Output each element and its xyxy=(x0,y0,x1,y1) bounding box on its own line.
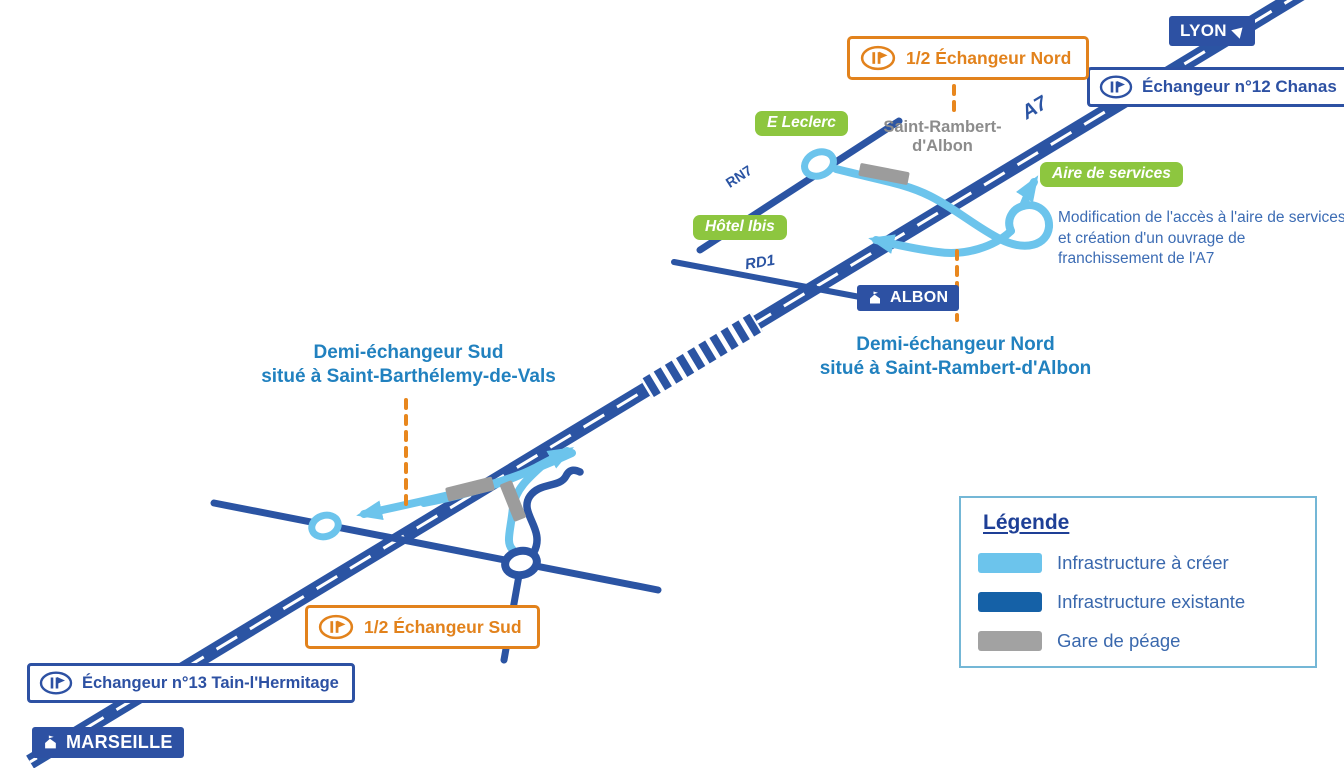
project-north-line2: situé à Saint-Rambert-d'Albon xyxy=(819,358,1092,379)
aire-modification-note: Modification de l'accès à l'aire de serv… xyxy=(1058,208,1344,270)
legend-title: Légende xyxy=(983,511,1070,534)
toll-gate-south-1 xyxy=(445,476,495,502)
albon-label: ALBON xyxy=(890,289,949,306)
interchange-13-label: Échangeur n°13 Tain-l'Hermitage xyxy=(82,673,339,692)
toll-gate-south-2 xyxy=(500,480,526,522)
ramp-north-to-aire xyxy=(1015,175,1039,210)
albon-town-badge: ALBON xyxy=(857,285,960,311)
town-house-icon xyxy=(870,291,880,304)
legend-item-create: Infrastructure à créer xyxy=(978,552,1315,574)
town-saint-rambert: Saint-Rambert- d'Albon xyxy=(860,118,1025,156)
toll-gate-north xyxy=(858,163,910,185)
legend-swatch-existing xyxy=(978,592,1042,612)
construction-section xyxy=(640,312,763,399)
half-interchange-south-box: 1/2 Échangeur Sud xyxy=(305,605,540,649)
roundabout-south-new xyxy=(308,511,342,541)
ramp-north-return xyxy=(868,227,1015,257)
aire-note-line2: et création d'un ouvrage de xyxy=(1058,229,1246,247)
legend-label-toll: Gare de péage xyxy=(1057,630,1181,651)
interchange-icon xyxy=(39,671,73,695)
lyon-destination-badge: LYON xyxy=(1169,16,1255,46)
interchange-12-box: Échangeur n°12 Chanas xyxy=(1087,67,1344,107)
ramp-north-entry xyxy=(832,165,1053,250)
lyon-label: LYON xyxy=(1180,21,1227,40)
interchange-icon xyxy=(1099,75,1133,99)
roundabout-south-existing xyxy=(501,546,541,580)
interchange-icon xyxy=(318,614,354,640)
legend-swatch-toll xyxy=(978,631,1042,651)
town-saint-rambert-line2: d'Albon xyxy=(912,137,973,155)
half-interchange-south-label: 1/2 Échangeur Sud xyxy=(364,616,522,637)
project-south-line1: Demi-échangeur Sud xyxy=(313,342,504,363)
wavy-road xyxy=(523,466,584,556)
legend-item-existing: Infrastructure existante xyxy=(978,591,1315,613)
poi-hotel-ibis-label: Hôtel Ibis xyxy=(705,218,775,235)
marseille-destination-badge: MARSEILLE xyxy=(32,727,184,758)
marseille-label: MARSEILLE xyxy=(66,732,173,752)
legend-label-create: Infrastructure à créer xyxy=(1057,552,1229,573)
poi-leclerc-label: E Leclerc xyxy=(767,114,836,131)
project-title-south: Demi-échangeur Sud situé à Saint-Barthél… xyxy=(236,341,581,389)
interchange-icon xyxy=(860,45,896,71)
poi-aire-label: Aire de services xyxy=(1052,165,1171,182)
town-saint-rambert-line1: Saint-Rambert- xyxy=(883,118,1002,136)
legend-swatch-create xyxy=(978,553,1042,573)
project-title-north: Demi-échangeur Nord situé à Saint-Ramber… xyxy=(803,333,1108,381)
half-interchange-north-label: 1/2 Échangeur Nord xyxy=(906,47,1072,68)
legend-box: Légende Infrastructure à créer Infrastru… xyxy=(959,496,1317,668)
project-south-line2: situé à Saint-Barthélemy-de-Vals xyxy=(261,366,556,387)
interchange-13-box: Échangeur n°13 Tain-l'Hermitage xyxy=(27,663,355,703)
toll-gates xyxy=(445,163,910,522)
legend-item-toll: Gare de péage xyxy=(978,630,1315,652)
local-road xyxy=(210,499,662,594)
project-north-line1: Demi-échangeur Nord xyxy=(856,334,1055,355)
aire-note-line1: Modification de l'accès à l'aire de serv… xyxy=(1058,209,1344,226)
roundabout-north xyxy=(801,148,837,180)
rd1-road xyxy=(671,259,863,300)
direction-arrow-icon xyxy=(1231,23,1247,39)
legend-label-existing: Infrastructure existante xyxy=(1057,591,1246,612)
poi-leclerc: E Leclerc xyxy=(755,111,848,136)
town-house-icon xyxy=(45,735,56,749)
interchange-12-label: Échangeur n°12 Chanas xyxy=(1142,77,1337,96)
poi-aire-de-services: Aire de services xyxy=(1040,162,1183,187)
poi-hotel-ibis: Hôtel Ibis xyxy=(693,215,787,240)
aire-note-line3: franchissement de l'A7 xyxy=(1058,250,1215,267)
half-interchange-north-box: 1/2 Échangeur Nord xyxy=(847,36,1090,80)
